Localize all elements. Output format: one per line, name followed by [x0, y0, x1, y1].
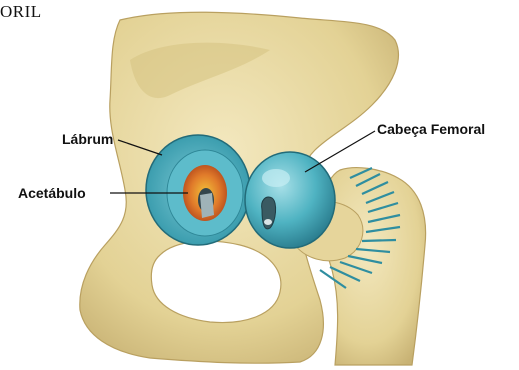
femoral-head-highlight — [262, 169, 290, 187]
ligament-highlight — [264, 219, 272, 225]
femoral-head — [245, 152, 335, 248]
label-labrum: Lábrum — [62, 131, 113, 147]
ligament-stub — [200, 193, 214, 218]
obturator-foramen — [151, 241, 281, 322]
label-femoral-head: Cabeça Femoral — [377, 121, 485, 137]
label-acetabulum: Acetábulo — [18, 185, 86, 201]
